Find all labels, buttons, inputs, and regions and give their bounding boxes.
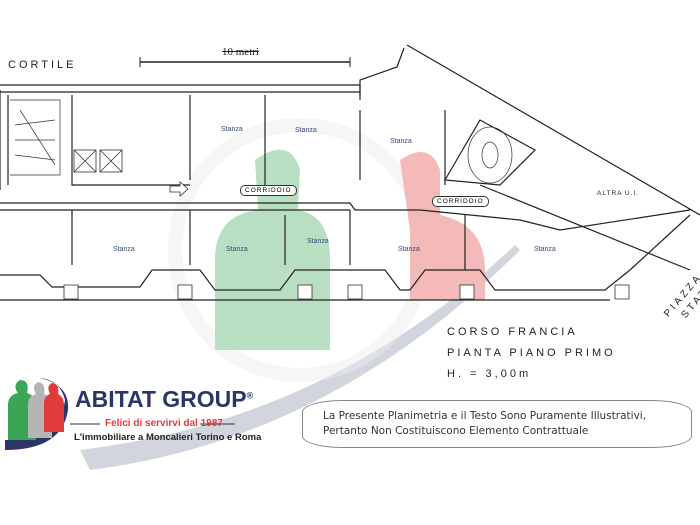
corridor-label: CORRIDOIO xyxy=(240,185,297,196)
disclaimer-line2: Pertanto Non Costituiscono Elemento Cont… xyxy=(323,425,589,437)
corridor-label: CORRIDOIO xyxy=(432,196,489,207)
disclaimer-line1: La Presente Planimetria e il Testo Sono … xyxy=(323,410,647,422)
walls xyxy=(0,44,700,301)
room-label: Stanza xyxy=(398,246,420,253)
entrance-arrow-icon xyxy=(169,181,189,197)
height-label: H. = 3,00m xyxy=(447,368,532,380)
other-unit-label: ALTRA U.I. xyxy=(597,190,640,197)
elevators xyxy=(73,149,123,173)
logo-tagline: Felici di servirvi dal 1987 xyxy=(105,418,223,429)
watermark-red-figure xyxy=(400,152,485,300)
room-label: Stanza xyxy=(226,246,248,253)
disclaimer-box: La Presente Planimetria e il Testo Sono … xyxy=(302,400,692,448)
room-label: Stanza xyxy=(307,238,329,245)
logo-name: ABITAT GROUP® xyxy=(75,386,253,413)
logo-subtitle: L'immobiliare a Moncalieri Torino e Roma xyxy=(74,432,262,443)
watermark-arc xyxy=(80,245,520,470)
registered-mark: ® xyxy=(246,390,254,401)
stairs xyxy=(10,99,513,184)
room-label: Stanza xyxy=(534,246,556,253)
courtyard-label: CORTILE xyxy=(8,59,77,71)
room-label: Stanza xyxy=(221,126,243,133)
logo-name-text: ABITAT GROUP xyxy=(75,386,247,412)
street-label: CORSO FRANCIA xyxy=(447,326,578,338)
room-label: Stanza xyxy=(390,138,412,145)
room-label: Stanza xyxy=(295,127,317,134)
floor-label: PIANTA PIANO PRIMO xyxy=(447,347,616,359)
scale-label: 10 metri xyxy=(222,46,259,58)
pillars xyxy=(63,284,630,300)
logo-mark xyxy=(5,378,69,450)
room-label: Stanza xyxy=(113,246,135,253)
